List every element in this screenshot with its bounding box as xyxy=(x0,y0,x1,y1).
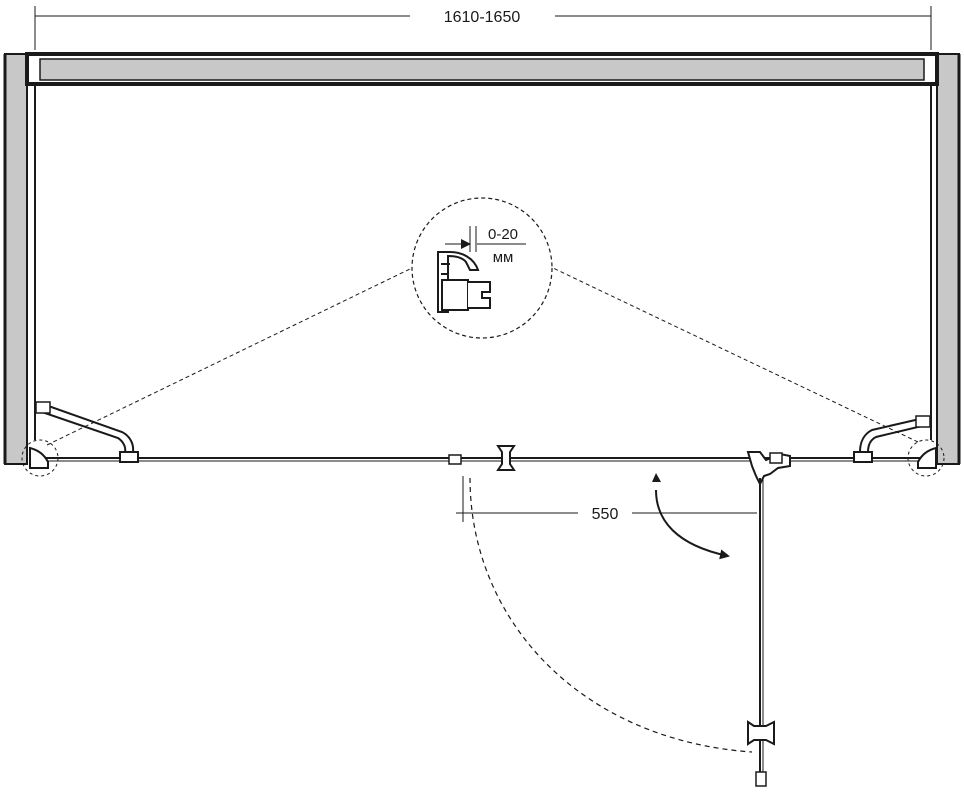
right-stabilizer-bracket-icon xyxy=(853,415,931,463)
wall-profile-icon xyxy=(437,251,491,313)
adjustment-dimension xyxy=(445,226,526,252)
adjustment-unit-label: мм xyxy=(493,249,514,266)
adjustment-range-label: 0-20 xyxy=(488,226,518,243)
door-offset-dimension: 550 xyxy=(456,476,757,523)
profile-detail-callout: 0-20 мм xyxy=(411,197,553,339)
door-offset-label: 550 xyxy=(592,506,619,523)
overall-width-dimension: 1610-1650 xyxy=(34,6,932,50)
right-wall xyxy=(936,53,961,465)
leader-line-left xyxy=(46,267,413,446)
hinge-icon xyxy=(746,451,791,487)
left-stabilizer-bracket-icon xyxy=(35,401,139,463)
panel-connector-icon xyxy=(448,454,462,465)
left-wall xyxy=(3,53,28,465)
left-corner-detail xyxy=(21,439,59,477)
right-corner-detail xyxy=(907,439,945,477)
curved-arrow-icon xyxy=(652,473,730,560)
overall-width-label: 1610-1650 xyxy=(444,9,521,26)
door-handle-icon xyxy=(496,445,516,471)
top-rail xyxy=(25,52,939,86)
door-swing-arc xyxy=(469,477,753,753)
leader-line-right xyxy=(552,267,919,443)
open-door-handle-icon xyxy=(747,720,775,746)
open-door-end-icon xyxy=(755,771,767,787)
